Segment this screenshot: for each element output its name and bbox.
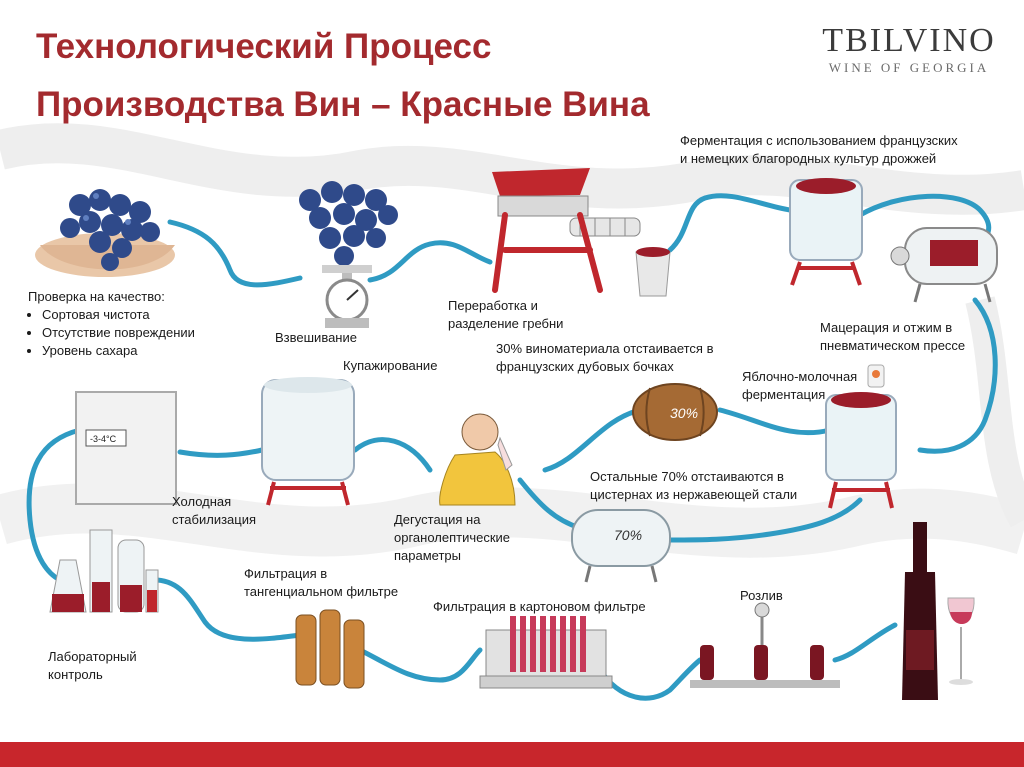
step-line: органолептические — [394, 530, 511, 545]
title-line-1: Технологический Процесс — [36, 27, 492, 66]
step-tasting: Дегустация на органолептические параметр… — [394, 511, 510, 565]
pipe-fridge-to-lab — [26, 427, 83, 583]
pipe-tasting-to-blending — [352, 437, 433, 473]
step-line: пневматическом прессе — [820, 338, 966, 353]
step-line: разделение гребни — [448, 316, 564, 331]
pipe-blending-to-fridge — [177, 447, 265, 458]
fermentation-tank-illustration — [789, 178, 863, 286]
step-line: 30% виноматериала отстаивается в — [496, 341, 714, 356]
step-line: цистернах из нержавеющей стали — [590, 487, 798, 502]
lab-flasks-illustration — [49, 529, 159, 613]
scale-illustration — [299, 181, 398, 328]
list-item: Сортовая чистота — [42, 306, 195, 324]
step-destemming: Переработка и разделение гребни — [448, 297, 563, 333]
footer-bar — [0, 742, 1024, 767]
step-line: Холодная — [172, 494, 232, 509]
pipe-malolactic-to-barrel — [717, 407, 833, 436]
blending-vessel-illustration — [261, 377, 355, 506]
fridge-temperature: -3-4°C — [90, 434, 117, 444]
step-lab-control: Лабораторный контроль — [48, 648, 137, 684]
step-line: Переработка и — [448, 298, 538, 313]
step-oak-aging: 30% виноматериала отстаивается в француз… — [496, 340, 713, 376]
oak-barrel-illustration — [632, 383, 718, 441]
cardboard-filter-illustration — [479, 616, 613, 689]
list-item: Уровень сахара — [42, 342, 195, 360]
pipe-cardboard-to-bottling — [597, 657, 703, 701]
step-line: Яблочно-молочная — [742, 369, 858, 384]
logo-name: TBILVINO — [822, 22, 996, 59]
pipe-scale-to-crusher — [367, 240, 493, 283]
step-cardboard-filter: Фильтрация в картоновом фильтре — [433, 599, 646, 614]
step-steel-aging: Остальные 70% отстаиваются в цистернах и… — [590, 468, 797, 504]
step-line: тангенциальном фильтре — [244, 584, 399, 599]
step-fermentation: Ферментация с использованием французских… — [680, 132, 958, 168]
title-line-2: Производства Вин – Красные Вина — [36, 85, 650, 124]
taster-illustration — [439, 413, 516, 506]
step-line: ферментация — [742, 387, 826, 402]
barrel-label: 30% — [670, 405, 698, 421]
logo-tagline: WINE OF GEORGIA — [828, 60, 990, 75]
bottling-line-illustration — [690, 602, 840, 688]
pneumatic-press-illustration — [890, 227, 998, 303]
pipe-grapes-to-scale — [167, 219, 303, 288]
quality-check-heading: Проверка на качество: — [28, 289, 165, 304]
step-line: и немецких благородных культур дрожжей — [680, 151, 937, 166]
fridge-illustration — [75, 391, 177, 505]
pipe-bucket-to-fermenter — [667, 193, 793, 253]
pipe-tangential-to-cardboard — [357, 647, 483, 683]
page-title: Технологический Процесс Производства Вин… — [36, 18, 650, 134]
step-malolactic: Яблочно-молочная ферментация — [742, 368, 857, 404]
wine-bottle-illustration — [902, 522, 975, 700]
steel-tank-illustration — [571, 509, 671, 583]
step-line: Дегустация на — [394, 512, 481, 527]
step-maceration: Мацерация и отжим в пневматическом пресс… — [820, 319, 965, 355]
step-line: стабилизация — [172, 512, 257, 527]
malolactic-tank-illustration — [825, 364, 897, 509]
quality-check-list: Сортовая чистота Отсутствие повреждении … — [28, 306, 195, 360]
pipe-tank-to-tasting — [517, 477, 583, 531]
step-bottling: Розлив — [740, 588, 783, 603]
pipe-bottling-to-bottle — [832, 622, 898, 663]
pipe-lab-to-tangential — [147, 577, 303, 642]
list-item: Отсутствие повреждении — [42, 324, 195, 342]
step-line: Лабораторный — [48, 649, 137, 664]
pipe-barrel-to-tasting — [542, 407, 643, 473]
step-line: Ферментация с использованием французских — [680, 133, 958, 148]
step-line: параметры — [394, 548, 461, 563]
step-line: Мацерация и отжим в — [820, 320, 953, 335]
pipe-malolactic-to-tank — [667, 497, 863, 543]
step-blending: Купажирование — [343, 358, 438, 373]
step-quality-check: Проверка на качество: Сортовая чистота О… — [28, 288, 195, 360]
grapes-in-hands-illustration — [35, 189, 175, 277]
destemmer-illustration — [492, 168, 641, 293]
step-cold-stabilization: Холодная стабилизация — [172, 493, 256, 529]
tbilvino-logo: TBILVINO WINE OF GEORGIA — [816, 24, 1002, 76]
step-line: контроль — [48, 667, 103, 682]
step-line: французских дубовых бочках — [496, 359, 674, 374]
step-line: Остальные 70% отстаиваются в — [590, 469, 784, 484]
pipe-press-to-malolactic — [917, 297, 998, 454]
step-tangential-filter: Фильтрация в тангенциальном фильтре — [244, 565, 398, 601]
step-weighing: Взвешивание — [275, 330, 357, 345]
step-line: Фильтрация в — [244, 566, 328, 581]
bucket-illustration — [635, 247, 671, 297]
tank-label: 70% — [614, 527, 642, 543]
tangential-filter-illustration — [295, 609, 365, 689]
